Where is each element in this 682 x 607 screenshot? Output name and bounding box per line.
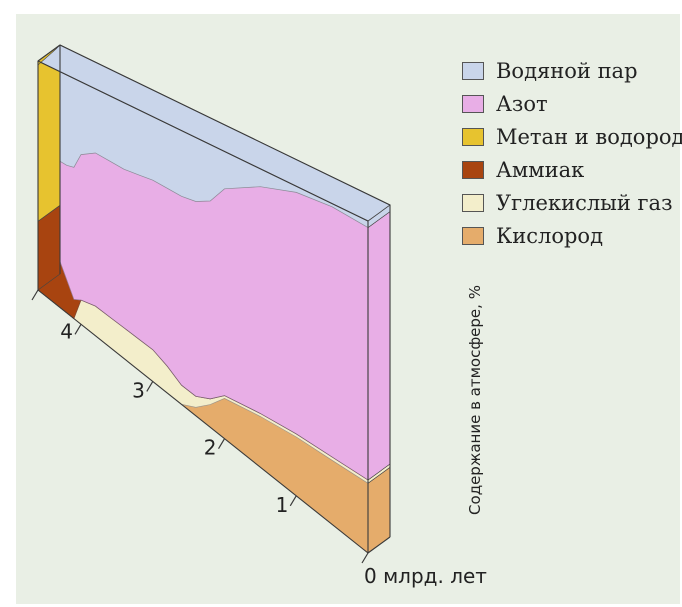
legend-label: Кислород <box>496 223 604 248</box>
x-tick <box>218 438 226 449</box>
x-tick-label: 4 <box>60 319 73 343</box>
chart-canvas: 4,643210 млрд. лет <box>31 44 487 588</box>
legend-swatch <box>462 94 484 113</box>
x-tick-label: 1 <box>276 493 289 517</box>
legend: Водяной пар Азот Метан и водород Аммиак … <box>462 54 682 252</box>
x-tick <box>361 552 369 564</box>
legend-item-methane-hydrogen: Метан и водород <box>462 120 682 153</box>
top-edge <box>37 60 369 222</box>
x-tick <box>74 323 82 335</box>
legend-label: Метан и водород <box>496 124 682 149</box>
y-axis-label: Содержание в атмосфере, % <box>466 285 484 515</box>
x-tick <box>146 381 154 392</box>
legend-label: Аммиак <box>496 157 585 182</box>
front-bottom-edge <box>367 536 391 554</box>
back-face-Метан и водород <box>37 44 61 222</box>
x-tick-label: 3 <box>132 379 145 403</box>
front-face-Азот <box>367 211 391 481</box>
legend-item-carbon-dioxide: Углекислый газ <box>462 186 682 219</box>
legend-item-ammonia: Аммиак <box>462 153 682 186</box>
legend-swatch <box>462 127 484 146</box>
bottom-edge <box>37 289 369 554</box>
legend-swatch <box>462 193 484 212</box>
legend-label: Водяной пар <box>496 58 638 83</box>
x-tick <box>289 495 297 507</box>
top-back-edge <box>59 44 391 206</box>
legend-label: Азот <box>496 91 548 116</box>
legend-swatch <box>462 160 484 179</box>
legend-item-oxygen: Кислород <box>462 219 682 252</box>
chart-panel: 4,643210 млрд. лет Водяной пар Азот Мета… <box>16 14 682 604</box>
legend-swatch <box>462 61 484 80</box>
legend-label: Углекислый газ <box>496 190 673 215</box>
legend-item-water-vapor: Водяной пар <box>462 54 682 87</box>
legend-item-nitrogen: Азот <box>462 87 682 120</box>
x-tick <box>31 289 39 301</box>
x-tick-label: 0 млрд. лет <box>364 564 487 588</box>
top-left-edge <box>37 44 61 62</box>
legend-swatch <box>462 226 484 245</box>
x-tick-label: 2 <box>204 436 217 460</box>
